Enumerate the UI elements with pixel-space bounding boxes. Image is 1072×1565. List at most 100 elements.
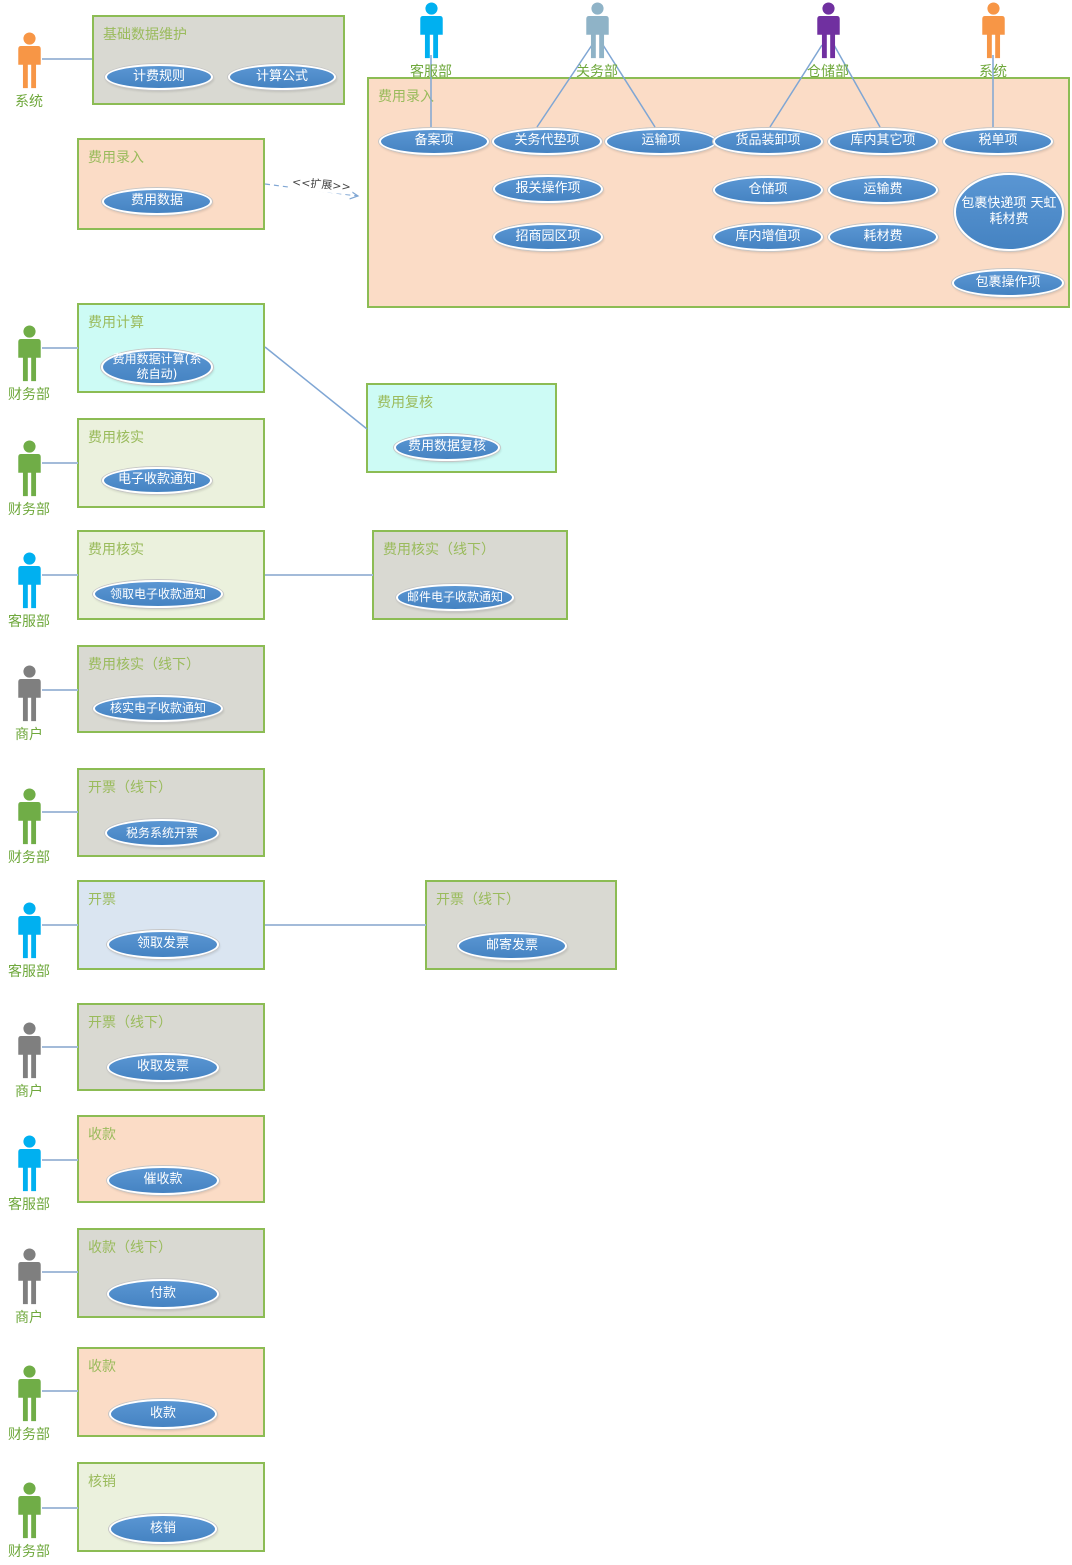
person-icon [816, 2, 840, 59]
person-icon [585, 2, 609, 59]
actor-caiwubu-invoice: 财务部 [0, 788, 58, 867]
person-icon [17, 1135, 41, 1192]
person-icon [17, 1365, 41, 1422]
box-fee-calc: 费用计算 费用数据计算(系统自动) [77, 303, 265, 393]
usecase-dianzishoukuan: 电子收款通知 [102, 467, 212, 494]
actor-label: 财务部 [8, 387, 50, 403]
usecase-baoguokuaidi: 包裹快递项 天虹耗材费 [954, 173, 1064, 251]
usecase-shuidanxiang: 税单项 [943, 128, 1053, 155]
box-title: 费用复核 [377, 395, 433, 411]
actor-label: 仓储部 [807, 64, 849, 80]
actor-xitong-top: 系统 [964, 2, 1022, 81]
usecase-lingqutongzhi: 领取电子收款通知 [93, 580, 223, 608]
actor-label: 客服部 [410, 64, 452, 80]
actor-label: 财务部 [8, 1544, 50, 1560]
actor-kefubu-collect: 客服部 [0, 1135, 58, 1214]
usecase-huopinzhuangxie: 货品装卸项 [713, 128, 823, 155]
box-title: 核销 [88, 1474, 116, 1490]
usecase-lingqufapiao: 领取发票 [107, 930, 219, 959]
box-title: 开票（线下） [88, 1015, 172, 1031]
box-invoice-offline-mail: 开票（线下） 邮寄发票 [425, 880, 617, 970]
actor-label: 系统 [15, 94, 43, 110]
person-icon [17, 552, 41, 609]
actor-label: 关务部 [576, 64, 618, 80]
actor-kefubu-feeverify: 客服部 [0, 552, 58, 631]
actor-label: 财务部 [8, 1427, 50, 1443]
actor-label: 客服部 [8, 614, 50, 630]
person-icon [981, 2, 1005, 59]
box-title: 费用录入 [378, 89, 434, 105]
actor-cangchubu-top: 仓储部 [799, 2, 857, 81]
usecase-feiyongfuhe: 费用数据复核 [394, 434, 500, 461]
actor-label: 客服部 [8, 964, 50, 980]
box-title: 费用核实（线下） [383, 542, 495, 558]
usecase-beianxiang: 备案项 [379, 128, 489, 155]
usecase-haocaifei: 耗材费 [828, 223, 938, 251]
actor-kefubu-top: 客服部 [402, 2, 460, 81]
person-icon [17, 788, 41, 845]
box-invoice-offline-merchant: 开票（线下） 收取发票 [77, 1003, 265, 1091]
box-title: 费用计算 [88, 315, 144, 331]
box-title: 费用核实 [88, 542, 144, 558]
box-fee-verify-cs: 费用核实 领取电子收款通知 [77, 530, 265, 620]
box-collect-cs: 收款 催收款 [77, 1115, 265, 1203]
actor-label: 商户 [15, 1084, 43, 1100]
person-icon [17, 1248, 41, 1305]
box-title: 收款（线下） [88, 1240, 172, 1256]
box-fee-verify-finance: 费用核实 电子收款通知 [77, 418, 265, 508]
usecase-feiyongshuju: 费用数据 [102, 188, 212, 215]
actor-kefubu-invoice: 客服部 [0, 902, 58, 981]
box-fee-verify-offline-merchant: 费用核实（线下） 核实电子收款通知 [77, 645, 265, 733]
usecase-shuiwukaipiao: 税务系统开票 [105, 819, 219, 847]
usecase-jifeiguize: 计费规则 [105, 64, 213, 90]
box-title: 基础数据维护 [103, 27, 187, 43]
usecase-shouqufapiao: 收取发票 [107, 1053, 219, 1082]
person-icon [419, 2, 443, 59]
actor-label: 财务部 [8, 502, 50, 518]
actor-shanghu-collect: 商户 [0, 1248, 58, 1327]
usecase-cangchuxiang: 仓储项 [713, 176, 823, 204]
box-title: 费用录入 [88, 150, 144, 166]
actor-guanwubu-top: 关务部 [568, 2, 626, 81]
usecase-baoguocaozuo: 包裹操作项 [952, 269, 1064, 297]
box-title: 开票（线下） [88, 780, 172, 796]
usecase-kuneiqita: 库内其它项 [828, 128, 938, 155]
person-icon [17, 440, 41, 497]
box-base-data: 基础数据维护 计费规则 计算公式 [92, 15, 345, 105]
actor-caiwubu-writeoff: 财务部 [0, 1482, 58, 1561]
actor-label: 商户 [15, 727, 43, 743]
box-title: 收款 [88, 1359, 116, 1375]
person-icon [17, 32, 41, 89]
actor-xitong-basedata: 系统 [0, 32, 58, 111]
actor-label: 系统 [979, 64, 1007, 80]
box-collect-offline-merchant: 收款（线下） 付款 [77, 1228, 265, 1318]
usecase-kuneizengzhi: 库内增值项 [713, 223, 823, 251]
person-icon [17, 1022, 41, 1079]
actor-shanghu-feeverify: 商户 [0, 665, 58, 744]
usecase-baoguancaozuo: 报关操作项 [493, 175, 603, 203]
usecase-cuishoukuan: 催收款 [107, 1166, 219, 1195]
person-icon [17, 1482, 41, 1539]
box-title: 费用核实（线下） [88, 657, 200, 673]
box-title: 开票（线下） [436, 892, 520, 908]
usecase-feiyongjisuan: 费用数据计算(系统自动) [101, 349, 213, 385]
box-fee-entry-main: 费用录入 备案项 关务代垫项 运输项 货品装卸项 库内其它项 税单项 报关操作项… [367, 77, 1070, 308]
box-title: 收款 [88, 1127, 116, 1143]
actor-shanghu-invoice: 商户 [0, 1022, 58, 1101]
usecase-yunshuxiang: 运输项 [605, 128, 717, 155]
usecase-heshitongzhi: 核实电子收款通知 [93, 695, 223, 722]
person-icon [17, 325, 41, 382]
box-title: 开票 [88, 892, 116, 908]
box-invoice-cs: 开票 领取发票 [77, 880, 265, 970]
actor-label: 商户 [15, 1310, 43, 1326]
usecase-guanwudaidianxiang: 关务代垫项 [492, 128, 602, 155]
usecase-jisuangongshi: 计算公式 [228, 64, 336, 90]
actor-caiwubu-collect: 财务部 [0, 1365, 58, 1444]
box-fee-review: 费用复核 费用数据复核 [366, 383, 557, 473]
actor-caiwubu-feeverify: 财务部 [0, 440, 58, 519]
usecase-fukuan: 付款 [107, 1279, 219, 1309]
usecase-yunshufei: 运输费 [828, 176, 938, 204]
usecase-shoukuan: 收款 [109, 1399, 217, 1429]
usecase-hexiao: 核销 [109, 1514, 217, 1544]
